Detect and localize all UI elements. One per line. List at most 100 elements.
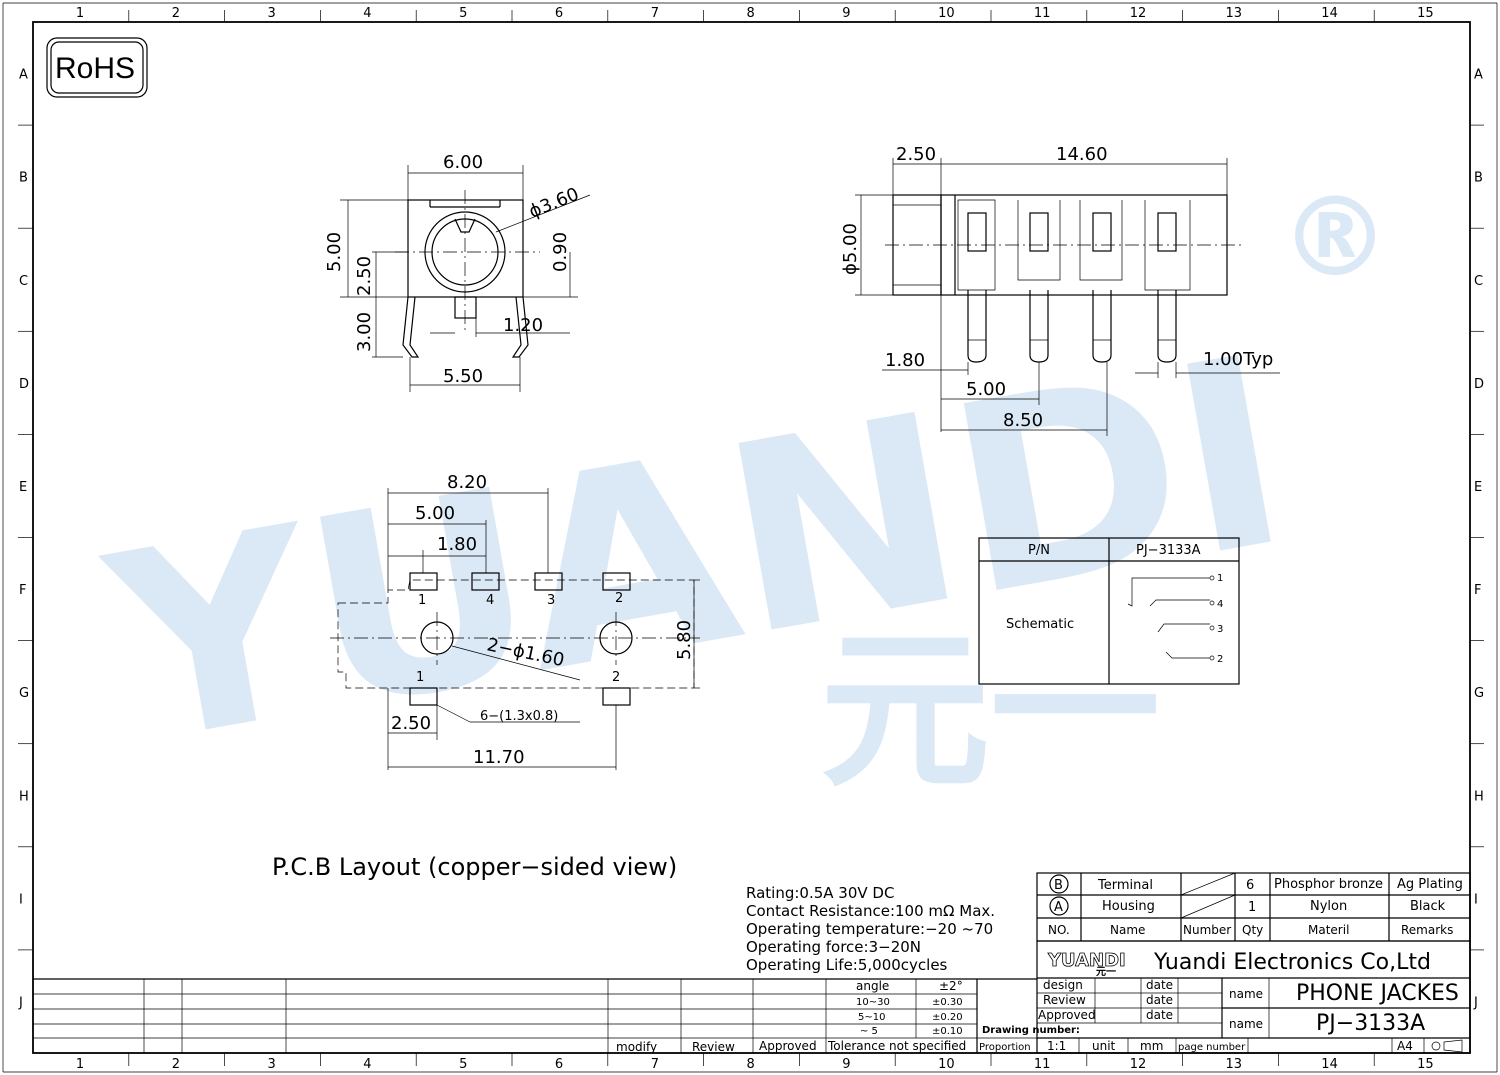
revision-approved: Approved xyxy=(759,1039,817,1053)
dim-front-diameter: ϕ3.60 xyxy=(526,184,582,223)
pn-value: PJ−3133A xyxy=(1136,543,1201,558)
tol-value: ±0.30 xyxy=(932,997,963,1008)
row-label: G xyxy=(19,686,29,701)
side-slot xyxy=(1157,212,1177,252)
company-name: Yuandi Electronics Co,Ltd xyxy=(1153,950,1431,975)
pcb-pad xyxy=(471,572,500,591)
pcb-pin-label: 1 xyxy=(418,593,426,608)
projection-symbol-icon xyxy=(1431,1041,1441,1051)
pcb-pin-label: 1 xyxy=(416,670,424,685)
dim-pcb-offset: 2.50 xyxy=(391,713,431,734)
column-label: 9 xyxy=(842,6,850,21)
date-label: date xyxy=(1146,1008,1173,1022)
bom-remarks: Ag Plating xyxy=(1397,877,1463,892)
side-slot xyxy=(967,212,987,252)
column-label: 10 xyxy=(938,1057,955,1072)
column-label: 6 xyxy=(555,6,563,21)
row-label: F xyxy=(19,583,26,598)
schematic-pin: 4 xyxy=(1217,599,1223,610)
dim-pcb-width: 5.80 xyxy=(674,620,695,660)
column-label: 10 xyxy=(938,6,955,21)
rohs-label: RoHS xyxy=(55,52,135,85)
column-label: 8 xyxy=(747,1057,755,1072)
column-label: 14 xyxy=(1321,6,1338,21)
dim-front-width: 6.00 xyxy=(443,152,483,173)
column-label: 9 xyxy=(842,1057,850,1072)
column-label: 12 xyxy=(1130,1057,1147,1072)
front-leg-right xyxy=(511,296,529,358)
front-view: 6.00 ϕ3.60 5.00 2.50 0.90 3.00 1.20 5.50 xyxy=(324,152,591,392)
row-label: J xyxy=(18,995,23,1010)
rohs-inner xyxy=(50,41,144,94)
schematic-pin: 3 xyxy=(1217,624,1223,635)
proportion-label: Proportion xyxy=(979,1042,1031,1053)
company-logo: YUANDI xyxy=(1047,950,1126,971)
review-label: Review xyxy=(1043,993,1086,1007)
projection-cone-icon xyxy=(1443,1039,1463,1053)
rohs-badge: RoHS xyxy=(46,37,148,98)
product-name: PHONE JACKES xyxy=(1296,981,1459,1006)
row-label: C xyxy=(19,274,28,289)
tol-range: ~ 5 xyxy=(860,1026,878,1037)
name-label: name xyxy=(1229,987,1263,1001)
company-logo-sub: 元一 xyxy=(1096,966,1116,978)
bom-qty: 6 xyxy=(1246,878,1254,893)
column-label: 15 xyxy=(1417,6,1434,21)
row-label: I xyxy=(19,892,23,907)
row-label: G xyxy=(1474,686,1484,701)
pcb-pin-label: 2 xyxy=(612,670,620,685)
column-label: 8 xyxy=(747,6,755,21)
column-label: 12 xyxy=(1130,6,1147,21)
revision-modify: modify xyxy=(616,1040,657,1054)
bom-header-name: Name xyxy=(1110,923,1145,937)
dim-side-length: 14.60 xyxy=(1056,144,1108,165)
unit-value: mm xyxy=(1140,1039,1163,1053)
side-pin xyxy=(1157,290,1177,363)
column-label: 6 xyxy=(555,1057,563,1072)
pcb-pin-label: 3 xyxy=(547,593,555,608)
pcb-layout: 1 4 3 2 1 2 8.20 5.00 1.80 5.80 2−ϕ1.60 … xyxy=(272,472,700,881)
column-label: 11 xyxy=(1034,6,1051,21)
bom-table: B A Terminal Housing 6 1 Phosphor bronze… xyxy=(1036,872,1471,942)
watermark-chinese: 元一 xyxy=(820,613,1160,811)
dim-side-diameter: ϕ5.00 xyxy=(840,223,861,275)
schematic-contact-2 xyxy=(1165,651,1210,659)
bom-qty: 1 xyxy=(1248,900,1256,915)
column-label: 2 xyxy=(172,6,180,21)
row-label: E xyxy=(1474,480,1482,495)
row-label: I xyxy=(1474,892,1478,907)
title-block: YUANDI 元一 Yuandi Electronics Co,Ltd desi… xyxy=(979,940,1471,1054)
schematic-contact-3 xyxy=(1157,623,1210,633)
row-label: H xyxy=(1474,789,1484,804)
specs: Rating:0.5A 30V DC Contact Resistance:10… xyxy=(746,884,995,974)
bom-header-remarks: Remarks xyxy=(1401,923,1453,937)
row-label: D xyxy=(1474,377,1484,392)
column-label: 15 xyxy=(1417,1057,1434,1072)
pcb-pad xyxy=(602,687,631,706)
date-label: date xyxy=(1146,993,1173,1007)
dim-front-leg-height: 3.00 xyxy=(354,312,375,352)
tol-value: ±0.20 xyxy=(932,1012,963,1023)
row-label: B xyxy=(1474,171,1483,186)
side-slot xyxy=(1029,212,1049,252)
bom-material: Nylon xyxy=(1310,899,1347,914)
pcb-pad xyxy=(409,687,438,706)
page-number-label: page number xyxy=(1178,1042,1246,1053)
column-label: 5 xyxy=(459,6,467,21)
column-ticks: 1122334455667788991010111112121313141415… xyxy=(76,6,1434,1072)
spec-line: Operating temperature:−20 ~70 xyxy=(746,920,993,938)
pcb-layout-title: P.C.B Layout (copper−sided view) xyxy=(272,853,677,881)
bom-header-number: Number xyxy=(1183,923,1231,937)
tol-range: 10~30 xyxy=(856,997,890,1008)
side-slot xyxy=(1092,212,1112,252)
part-number: PJ−3133A xyxy=(1316,1011,1425,1036)
row-label: J xyxy=(1473,995,1478,1010)
column-label: 7 xyxy=(651,1057,659,1072)
dim-front-height: 5.00 xyxy=(324,232,345,272)
pcb-pad xyxy=(602,572,631,591)
paper-size: A4 xyxy=(1397,1039,1413,1053)
row-label: A xyxy=(1474,68,1483,83)
tol-value: ±0.10 xyxy=(932,1026,963,1037)
bom-header-qty: Qty xyxy=(1242,923,1263,937)
